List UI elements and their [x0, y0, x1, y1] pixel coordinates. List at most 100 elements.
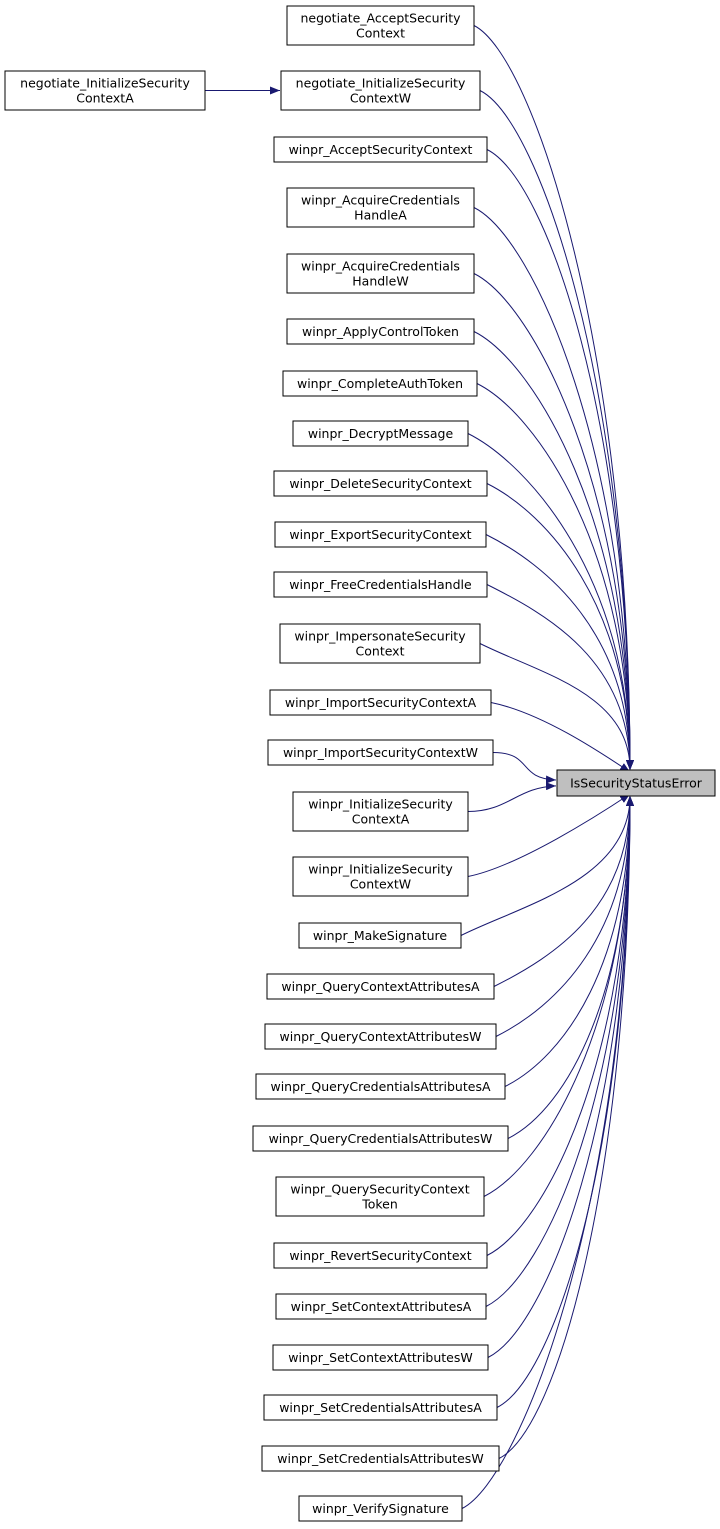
caller-node-n8[interactable]: winpr_DecryptMessage [292, 420, 469, 447]
caller-node-n17-label: winpr_MakeSignature [313, 928, 447, 943]
caller-node-n13[interactable]: winpr_ImportSecurityContextA [269, 689, 492, 716]
edge-n17-to-target [460, 795, 634, 936]
caller-node-n10[interactable]: winpr_ExportSecurityContext [274, 521, 487, 548]
caller-node-n6-label: winpr_ApplyControlToken [302, 324, 459, 339]
caller-node-n15-label: ContextA [352, 812, 410, 827]
caller-node-n9-box [273, 470, 488, 497]
caller-node-n1-label: negotiate_AcceptSecurity [300, 11, 461, 26]
target-node[interactable]: IsSecurityStatusError [556, 769, 716, 797]
caller-node-n24-label: winpr_SetContextAttributesA [291, 1299, 472, 1314]
caller-node-n20-label: winpr_QueryCredentialsAttributesA [270, 1079, 490, 1094]
caller-node-n23[interactable]: winpr_RevertSecurityContext [273, 1242, 488, 1269]
caller-node-n25[interactable]: winpr_SetContextAttributesW [272, 1344, 489, 1371]
caller-node-n6-box [286, 318, 475, 345]
edges-layer [205, 25, 634, 1509]
caller-node-m1-box [4, 70, 206, 111]
caller-node-n13-box [269, 689, 492, 716]
caller-node-n18-label: winpr_QueryContextAttributesA [281, 979, 480, 994]
caller-node-n19[interactable]: winpr_QueryContextAttributesW [264, 1023, 497, 1050]
caller-node-n28[interactable]: winpr_VerifySignature [298, 1495, 463, 1522]
caller-node-n14-label: winpr_ImportSecurityContextW [283, 745, 478, 760]
caller-node-n18-box [266, 973, 495, 1000]
edge-n27-to-target [498, 795, 634, 1459]
caller-node-n15-box [292, 791, 469, 832]
caller-node-n3[interactable]: winpr_AcceptSecurityContext [273, 136, 488, 163]
caller-node-n7[interactable]: winpr_CompleteAuthToken [282, 370, 478, 397]
caller-node-n24[interactable]: winpr_SetContextAttributesA [275, 1293, 487, 1320]
caller-node-n28-box [298, 1495, 463, 1522]
edge-n26-to-target [496, 795, 634, 1408]
caller-node-n2-label: negotiate_InitializeSecurity [296, 76, 466, 91]
caller-node-n21-box [252, 1125, 509, 1152]
caller-node-n14[interactable]: winpr_ImportSecurityContextW [267, 739, 494, 766]
caller-node-n17-box [298, 922, 462, 949]
caller-node-n22-label: winpr_QuerySecurityContext [290, 1182, 469, 1197]
caller-node-n8-box [292, 420, 469, 447]
edge-n12-to-target [479, 643, 634, 771]
caller-node-m1-label: negotiate_InitializeSecurity [20, 76, 190, 91]
edge-n22-to-target [483, 795, 634, 1197]
caller-node-n21[interactable]: winpr_QueryCredentialsAttributesW [252, 1125, 509, 1152]
edge-n16-to-target [467, 793, 631, 877]
caller-node-n18[interactable]: winpr_QueryContextAttributesA [266, 973, 495, 1000]
edge-n4-to-target [473, 207, 634, 771]
caller-node-n23-box [273, 1242, 488, 1269]
caller-node-n8-label: winpr_DecryptMessage [308, 426, 454, 441]
caller-node-n2-label: ContextW [350, 91, 411, 106]
caller-node-n15-label: winpr_InitializeSecurity [308, 797, 453, 812]
caller-node-n2-box [280, 70, 481, 111]
caller-node-n9[interactable]: winpr_DeleteSecurityContext [273, 470, 488, 497]
nodes-layer: negotiate_AcceptSecurityContextnegotiate… [4, 5, 716, 1522]
caller-node-n5-label: HandleW [352, 274, 408, 289]
caller-node-n14-box [267, 739, 494, 766]
edge-n7-to-target [476, 383, 634, 771]
edge-n13-to-target [490, 702, 631, 773]
caller-node-n1[interactable]: negotiate_AcceptSecurityContext [286, 5, 475, 46]
caller-node-n20[interactable]: winpr_QueryCredentialsAttributesA [255, 1073, 506, 1100]
caller-node-n1-label: Context [356, 26, 405, 41]
caller-node-m1-label: ContextA [76, 91, 134, 106]
edge-n8-to-target [467, 433, 634, 771]
edge-n9-to-target [486, 483, 634, 771]
edge-n10-to-target [485, 534, 634, 771]
caller-node-n6[interactable]: winpr_ApplyControlToken [286, 318, 475, 345]
caller-node-n11[interactable]: winpr_FreeCredentialsHandle [273, 571, 488, 598]
caller-node-n22-box [275, 1176, 485, 1217]
caller-node-n16-label: ContextW [350, 877, 411, 892]
caller-node-n19-label: winpr_QueryContextAttributesW [280, 1029, 482, 1044]
caller-node-n19-box [264, 1023, 497, 1050]
edge-n1-to-target [473, 25, 634, 771]
caller-node-n26-label: winpr_SetCredentialsAttributesA [279, 1400, 482, 1415]
caller-node-n4-label: winpr_AcquireCredentials [301, 193, 460, 208]
caller-node-n26-box [263, 1394, 498, 1421]
edge-n25-to-target [487, 795, 634, 1358]
caller-node-n26[interactable]: winpr_SetCredentialsAttributesA [263, 1394, 498, 1421]
edge-n24-to-target [485, 795, 634, 1307]
caller-node-n7-label: winpr_CompleteAuthToken [297, 376, 463, 391]
caller-node-n16-box [292, 856, 469, 897]
caller-node-n27-box [261, 1445, 500, 1472]
edge-n5-to-target [473, 273, 634, 771]
caller-node-n24-box [275, 1293, 487, 1320]
edge-n14-to-target [492, 752, 557, 784]
edge-n11-to-target [486, 584, 634, 771]
edge-n23-to-target [486, 795, 634, 1256]
target-node-label: IsSecurityStatusError [570, 776, 703, 791]
caller-node-n4-box [286, 187, 475, 228]
caller-node-n17[interactable]: winpr_MakeSignature [298, 922, 462, 949]
caller-node-n4-label: HandleA [354, 208, 407, 223]
edge-n20-to-target [504, 795, 634, 1087]
edge-n28-to-target [461, 795, 634, 1509]
caller-node-n27[interactable]: winpr_SetCredentialsAttributesW [261, 1445, 500, 1472]
edge-n15-to-target [467, 782, 557, 812]
caller-node-n7-box [282, 370, 478, 397]
